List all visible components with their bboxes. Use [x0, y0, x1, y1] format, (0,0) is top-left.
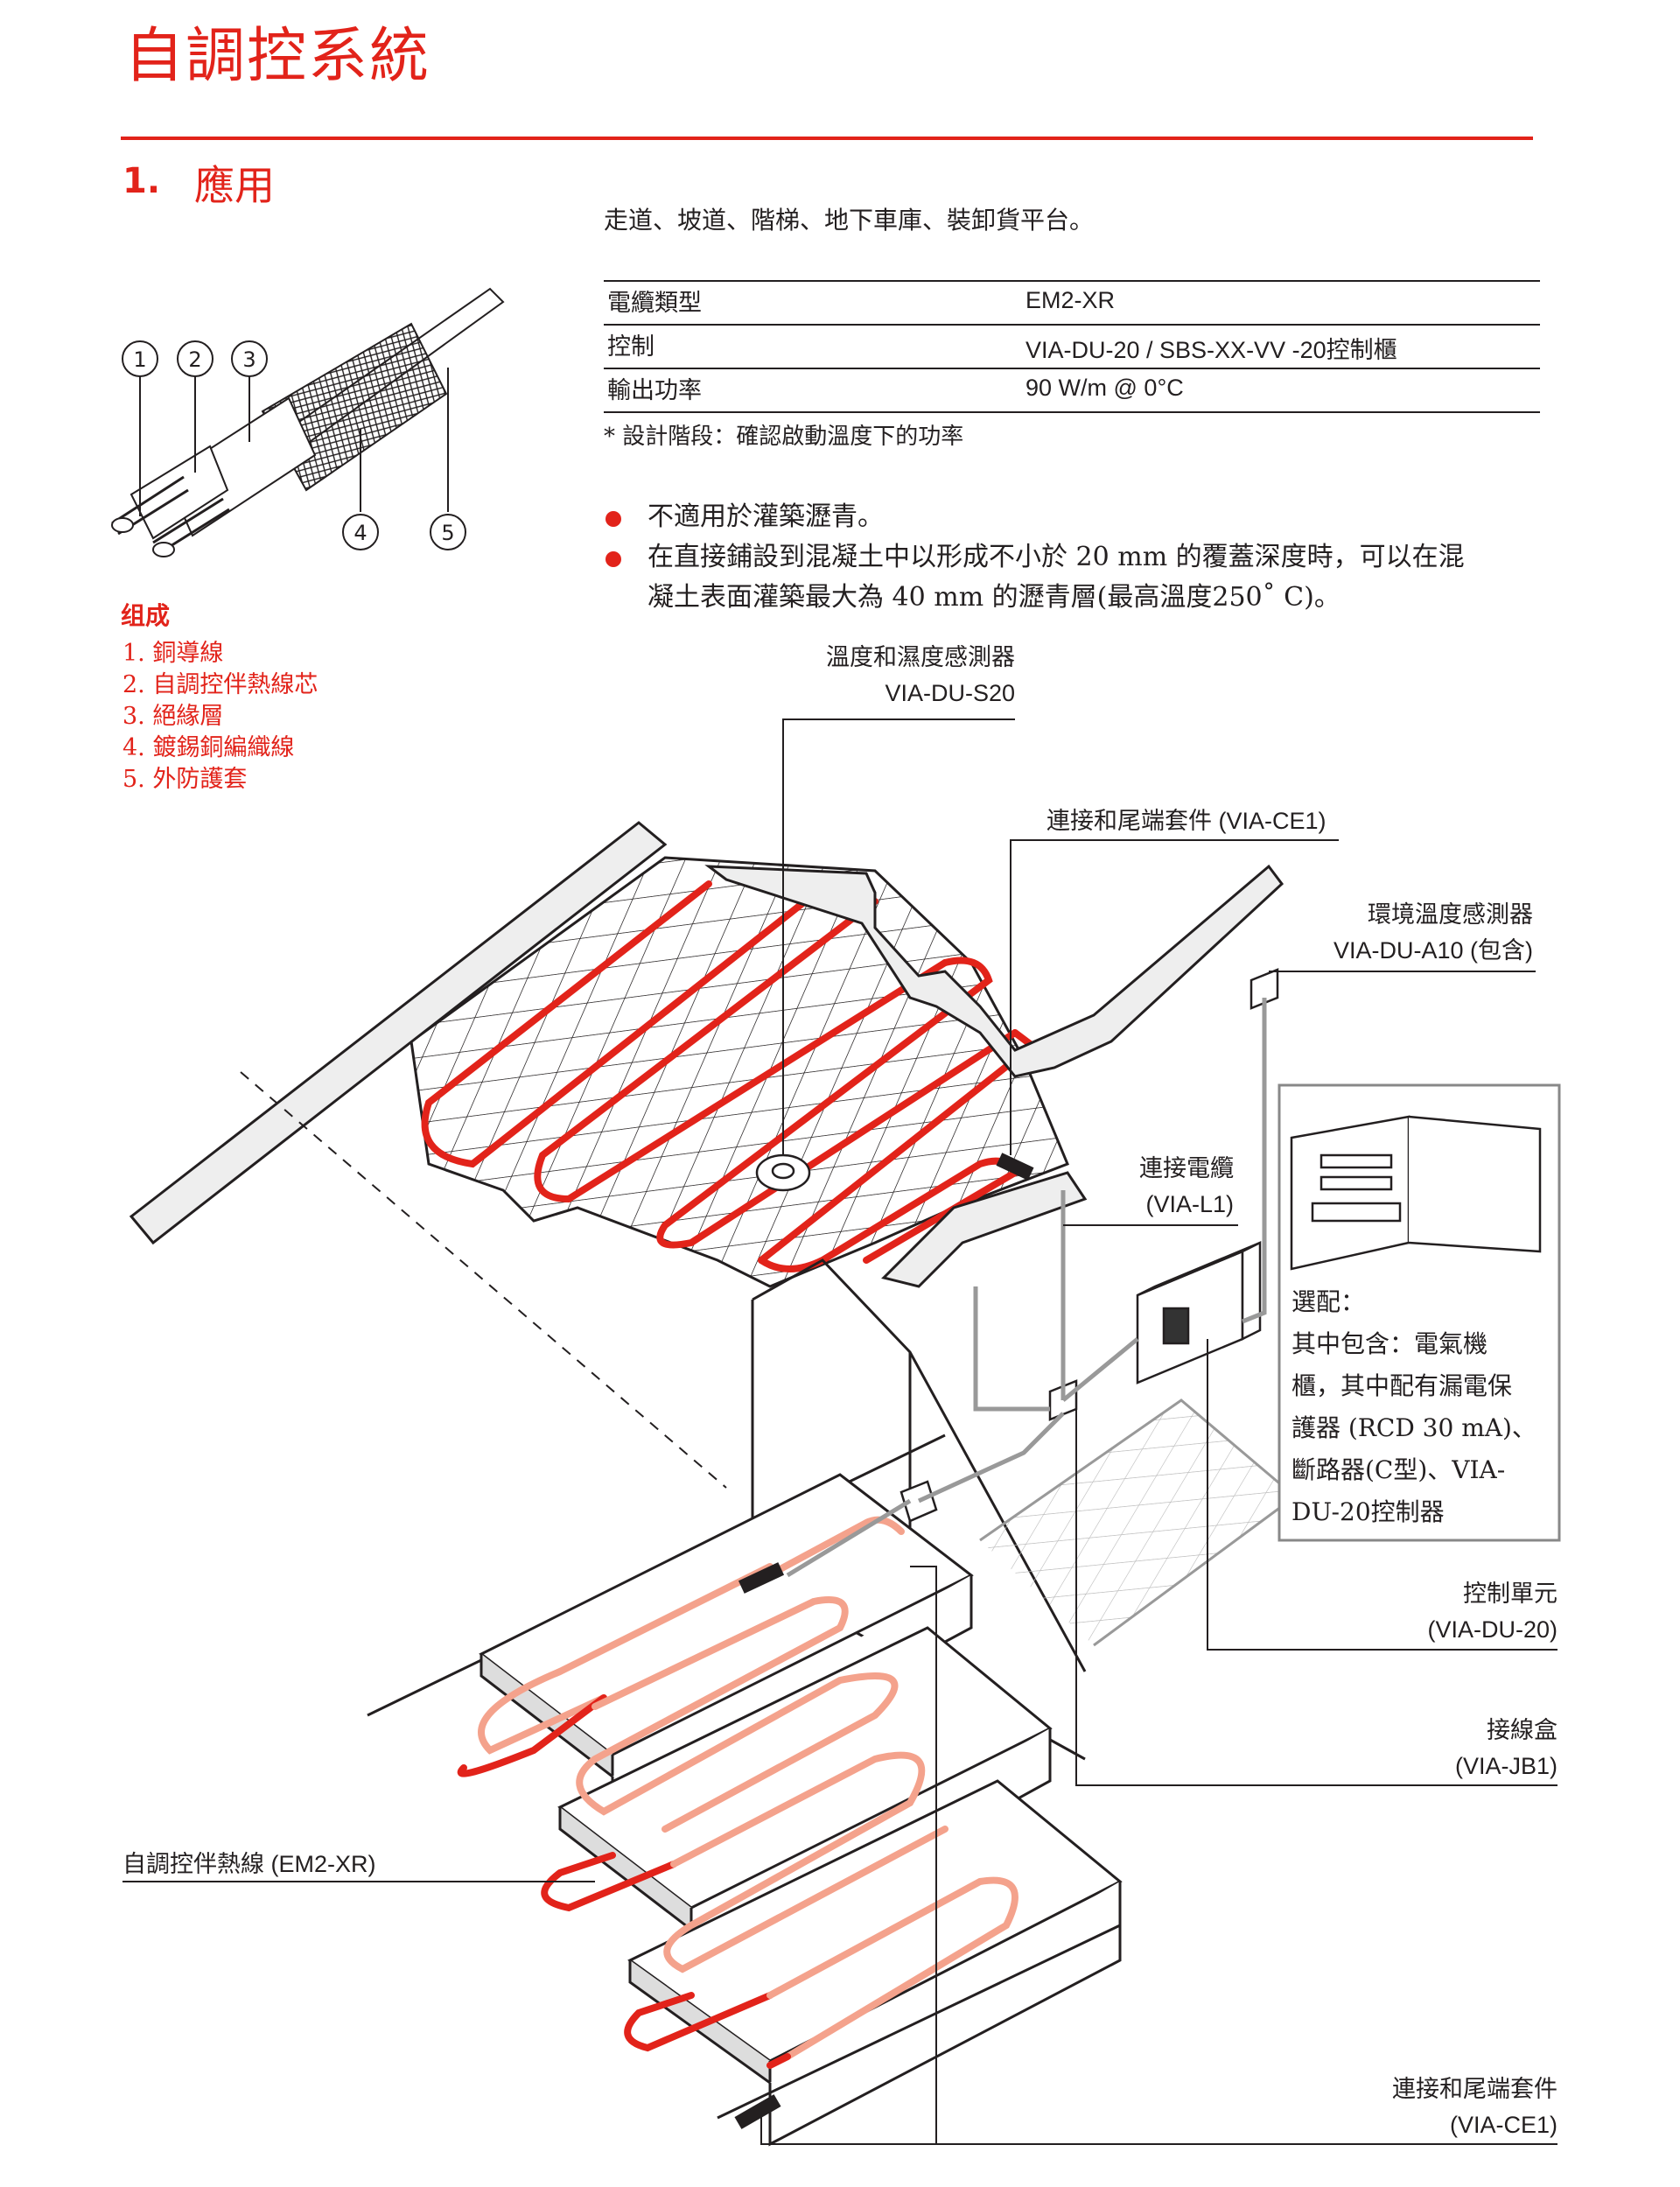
heating-cable-callout: 自調控伴熱線 (EM2-XR): [122, 1847, 376, 1882]
ramp-slab: [129, 821, 1284, 1288]
bullet-dot: [606, 551, 621, 567]
marker-1: 1: [133, 347, 146, 372]
spec-value: 90 W/m @ 0°C: [1026, 375, 1184, 401]
stair-cables: [457, 1516, 1018, 2069]
component-item: 4. 鍍錫銅編織線: [122, 734, 295, 761]
spec-rule: [604, 324, 1540, 326]
components-heading: 组成: [121, 601, 171, 630]
cable-name: 連接電纜: [1139, 1155, 1234, 1182]
ambient-code: VIA-DU-A10 (包含): [1333, 937, 1533, 964]
component-item: 5. 外防護套: [122, 766, 248, 793]
spec-label: 輸出功率: [607, 377, 702, 404]
spec-label: 控制: [607, 333, 654, 361]
sensor-callout: 溫度和濕度感測器 VIA-DU-S20: [826, 641, 1015, 711]
optional-line: 斷路器(C型)、VIA-: [1292, 1455, 1506, 1484]
sensor-code: VIA-DU-S20: [885, 680, 1015, 706]
cable-code: (VIA-L1): [1145, 1191, 1234, 1217]
application-text: 走道、坡道、階梯、地下車庫、裝卸貨平台。: [604, 206, 1095, 235]
ambient-name: 環境溫度感測器: [1368, 901, 1533, 929]
optional-cabinet: [1278, 1083, 1561, 1542]
optional-line: 護器 (RCD 30 mA)、: [1292, 1413, 1536, 1442]
moisture-sensor: [755, 1153, 811, 1192]
note-item-line: 在直接鋪設到混凝土中以形成不小於 20 mm 的覆蓋深度時，可以在混: [648, 542, 1465, 572]
marker-5: 5: [441, 521, 454, 545]
note-item: 不適用於灌築瀝青。: [648, 501, 884, 532]
optional-line: 選配：: [1292, 1287, 1366, 1316]
component-item: 1. 銅導線: [122, 640, 224, 667]
marker-3: 3: [242, 347, 256, 372]
title-divider: [121, 137, 1533, 140]
control-name: 控制單元: [1463, 1581, 1558, 1608]
kit-top-callout: 連接和尾端套件 (VIA-CE1): [1046, 803, 1326, 838]
kit-bottom-callout: 連接和尾端套件 (VIA-CE1): [1392, 2072, 1558, 2142]
jbox-callout: 接線盒 (VIA-JB1): [1455, 1714, 1558, 1784]
section-number: 1.: [122, 161, 161, 201]
spec-label: 電纜類型: [607, 290, 702, 317]
component-item: 2. 自調控伴熱線芯: [122, 671, 318, 698]
kit-bottom-code: (VIA-CE1): [1449, 2112, 1558, 2138]
spec-value: EM2-XR: [1026, 287, 1116, 313]
spec-rule: [604, 280, 1540, 282]
kit-top-label: 連接和尾端套件 (VIA-CE1): [1046, 808, 1326, 834]
jbox-name: 接線盒: [1487, 1717, 1558, 1744]
bullet-dot: [606, 511, 621, 527]
optional-line: 其中包含：電氣機: [1292, 1329, 1488, 1358]
heating-cable-label: 自調控伴熱線 (EM2-XR): [122, 1851, 376, 1877]
note-item-line: 凝土表面灌築最大為 40 mm 的瀝青層(最高溫度250˚ C)。: [648, 582, 1340, 613]
spec-rule: [604, 368, 1540, 369]
jbox-code: (VIA-JB1): [1454, 1753, 1558, 1779]
spec-note: * 設計階段：確認啟動溫度下的功率: [604, 424, 964, 450]
page-title: 自調控系統: [124, 22, 431, 91]
cable-illustration: [111, 287, 505, 557]
optional-line: DU-20控制器: [1292, 1497, 1445, 1526]
control-callout: 控制單元 (VIA-DU-20): [1427, 1577, 1558, 1647]
section-label: 應用: [194, 162, 275, 209]
kit-bottom-name: 連接和尾端套件: [1392, 2076, 1558, 2103]
spec-rule: [604, 411, 1540, 413]
spec-value: VIA-DU-20 / SBS-XX-VV -20控制櫃: [1026, 337, 1397, 363]
cable-callout: 連接電纜 (VIA-L1): [1139, 1152, 1234, 1222]
control-code: (VIA-DU-20): [1427, 1616, 1558, 1643]
ambient-callout: 環境溫度感測器 VIA-DU-A10 (包含): [1334, 898, 1533, 968]
component-item: 3. 絕緣層: [122, 703, 224, 730]
sensor-name: 溫度和濕度感測器: [826, 644, 1015, 671]
marker-4: 4: [354, 521, 367, 545]
optional-line: 櫃，其中配有漏電保: [1292, 1371, 1513, 1400]
leader-lines: [122, 718, 1558, 2145]
control-unit: [1136, 1240, 1262, 1384]
marker-2: 2: [188, 347, 201, 372]
optional-box-text: 選配： 其中包含：電氣機 櫃，其中配有漏電保 護器 (RCD 30 mA)、 斷…: [1292, 1281, 1536, 1533]
